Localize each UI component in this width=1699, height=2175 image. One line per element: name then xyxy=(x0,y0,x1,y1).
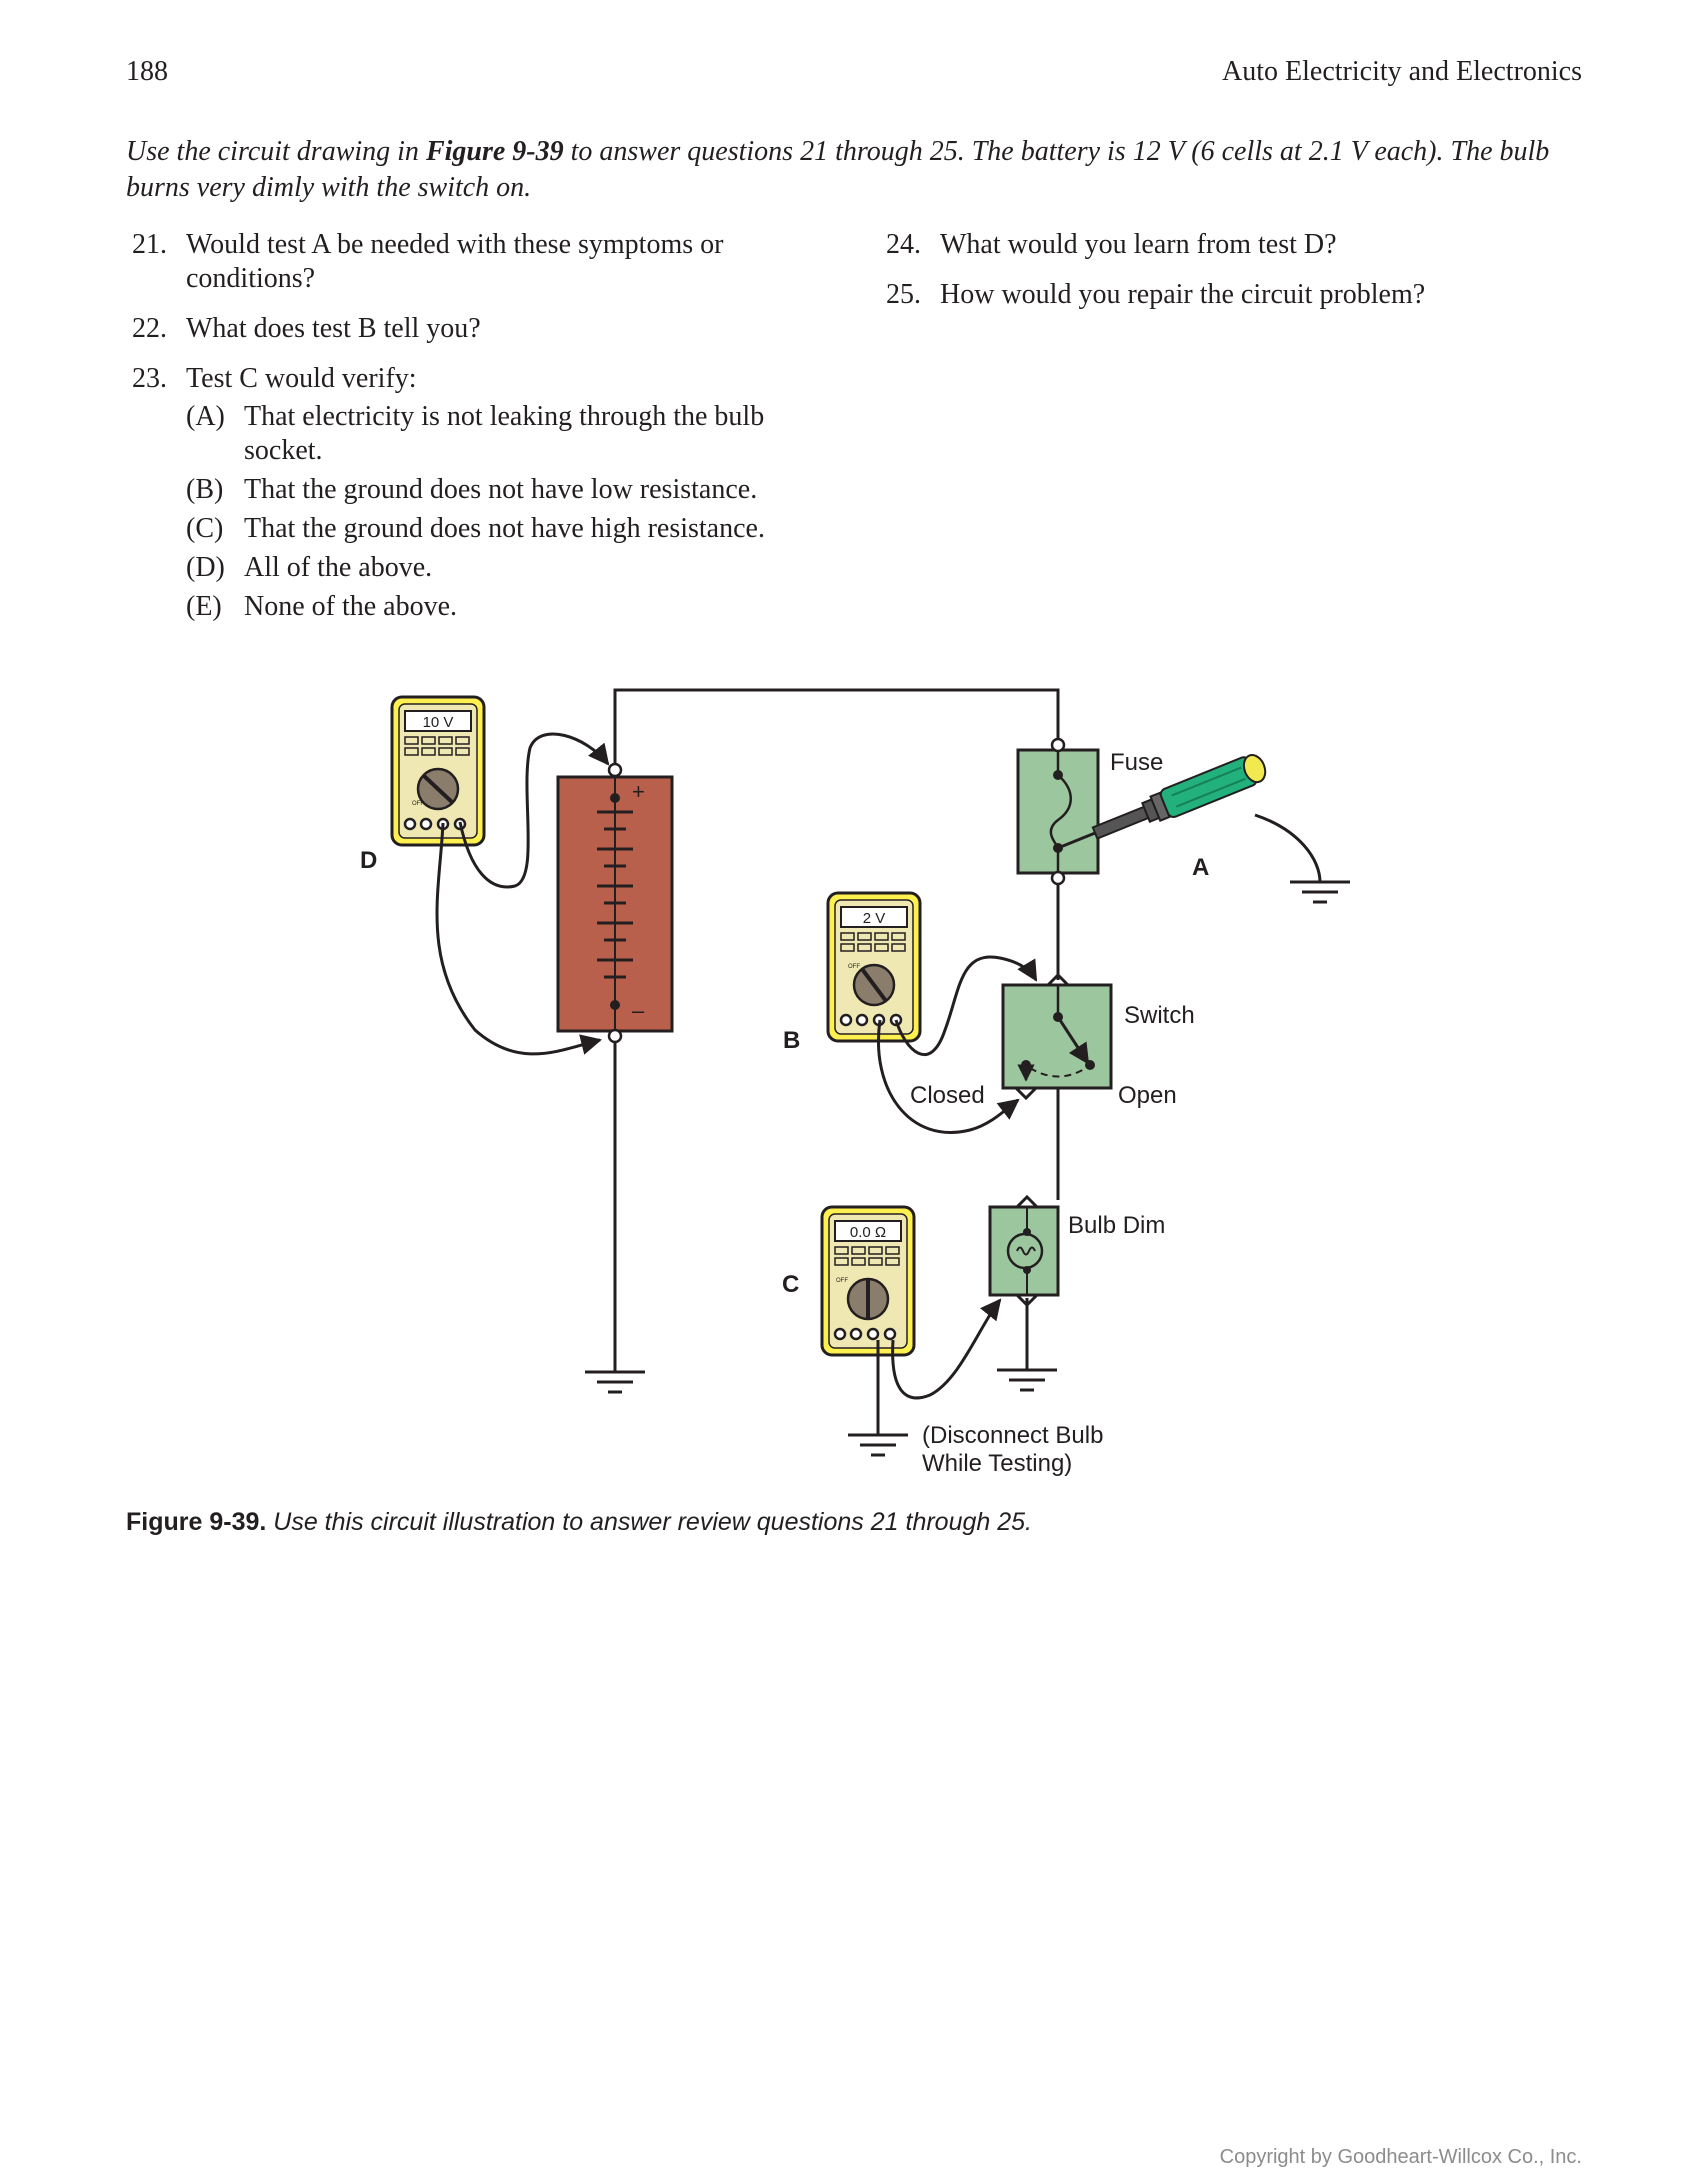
circuit-diagram: + – Fuse A xyxy=(360,688,1350,1477)
meter-off-label: OFF xyxy=(848,964,860,970)
ground-symbol-probe xyxy=(1290,880,1350,904)
question-number: 25. xyxy=(886,279,921,310)
question-24: 24. What would you learn from test D? xyxy=(880,228,1580,262)
bulb xyxy=(988,1194,1060,1308)
test-light-probe xyxy=(1057,754,1322,883)
figure-caption: Figure 9-39. Use this circuit illustrati… xyxy=(126,1508,1032,1537)
multimeter-d: 10 V OFF xyxy=(390,695,486,847)
ground-symbol-battery xyxy=(585,1370,645,1394)
test-b-label: B xyxy=(783,1027,800,1054)
meter-off-label: OFF xyxy=(836,1278,848,1284)
running-head: Auto Electricity and Electronics xyxy=(1222,56,1582,87)
choice-letter: (C) xyxy=(186,513,224,544)
choice-text: That electricity is not leaking through … xyxy=(244,401,765,466)
choice-letter: (E) xyxy=(186,591,222,622)
meter-off-label: OFF xyxy=(412,801,424,807)
battery-minus-sign: – xyxy=(632,998,645,1023)
ground-symbol-meter-c xyxy=(848,1433,908,1457)
switch xyxy=(1001,972,1113,1101)
choice-letter: (B) xyxy=(186,474,224,505)
multimeter-b: 2 V OFF xyxy=(826,891,922,1043)
page-number: 188 xyxy=(126,56,168,87)
choice-c: (C) That the ground does not have high re… xyxy=(186,512,806,546)
caption-title: Figure 9-39. xyxy=(126,1508,267,1536)
question-text: How would you repair the circuit problem… xyxy=(940,279,1426,310)
choice-text: All of the above. xyxy=(244,552,433,583)
question-number: 24. xyxy=(886,229,921,260)
question-25: 25. How would you repair the circuit pro… xyxy=(880,278,1580,312)
choice-d: (D) All of the above. xyxy=(186,551,806,585)
fuse-label: Fuse xyxy=(1110,749,1163,776)
disconnect-note-line1: (Disconnect Bulb xyxy=(922,1422,1103,1449)
fuse xyxy=(1016,737,1100,886)
question-text: Would test A be needed with these sympto… xyxy=(186,229,724,294)
meter-d-display: 10 V xyxy=(423,714,454,731)
questions-right-column: 24. What would you learn from test D? 25… xyxy=(880,228,1580,328)
choice-text: That the ground does not have low resist… xyxy=(244,474,758,505)
question-text: What does test B tell you? xyxy=(186,313,481,344)
intro-instructions: Use the circuit drawing in Figure 9-39 t… xyxy=(126,134,1586,206)
question-21: 21. Would test A be needed with these sy… xyxy=(126,228,806,296)
switch-closed-label: Closed xyxy=(910,1082,985,1109)
test-d-label: D xyxy=(360,847,377,874)
choice-a: (A) That electricity is not leaking throu… xyxy=(186,400,806,468)
multimeter-c: 0.0 Ω OFF xyxy=(820,1205,916,1357)
meter-b-display: 2 V xyxy=(863,910,886,927)
meter-c-display: 0.0 Ω xyxy=(850,1224,886,1241)
choice-e: (E) None of the above. xyxy=(186,590,806,624)
question-number: 21. xyxy=(132,229,167,260)
choice-text: That the ground does not have high resis… xyxy=(244,513,765,544)
battery-plus-sign: + xyxy=(632,779,645,804)
intro-before: Use the circuit drawing in xyxy=(126,136,426,167)
question-23-choices: (A) That electricity is not leaking throu… xyxy=(186,400,806,624)
meter-b-leads xyxy=(877,955,1038,1134)
choice-text: None of the above. xyxy=(244,591,458,622)
question-text: What would you learn from test D? xyxy=(940,229,1337,260)
bulb-label: Bulb Dim xyxy=(1068,1212,1165,1239)
intro-after: to answer questions 21 through 25. The b… xyxy=(126,136,1550,203)
copyright-notice: Copyright by Goodheart-Willcox Co., Inc. xyxy=(1219,2146,1582,2168)
battery: + – xyxy=(556,762,674,1044)
question-23: 23. Test C would verify: (A) That electri… xyxy=(126,362,806,624)
questions-left-column: 21. Would test A be needed with these sy… xyxy=(126,228,806,640)
intro-figure-ref: Figure 9-39 xyxy=(425,136,564,167)
choice-letter: (A) xyxy=(186,401,225,432)
test-a-label: A xyxy=(1192,854,1209,881)
question-number: 22. xyxy=(132,313,167,344)
meter-c-leads xyxy=(876,1298,1002,1435)
caption-text: Use this circuit illustration to answer … xyxy=(273,1508,1032,1536)
meter-d-leads xyxy=(435,732,610,1056)
question-number: 23. xyxy=(132,363,167,394)
choice-letter: (D) xyxy=(186,552,225,583)
ground-symbol-bulb xyxy=(997,1368,1057,1392)
circuit-wires xyxy=(613,688,1060,1372)
switch-label: Switch xyxy=(1124,1002,1195,1029)
question-22: 22. What does test B tell you? xyxy=(126,312,806,346)
switch-open-label: Open xyxy=(1118,1082,1177,1109)
test-c-label: C xyxy=(782,1271,799,1298)
question-text: Test C would verify: xyxy=(186,363,417,394)
choice-b: (B) That the ground does not have low res… xyxy=(186,473,806,507)
disconnect-note-line2: While Testing) xyxy=(922,1450,1072,1477)
